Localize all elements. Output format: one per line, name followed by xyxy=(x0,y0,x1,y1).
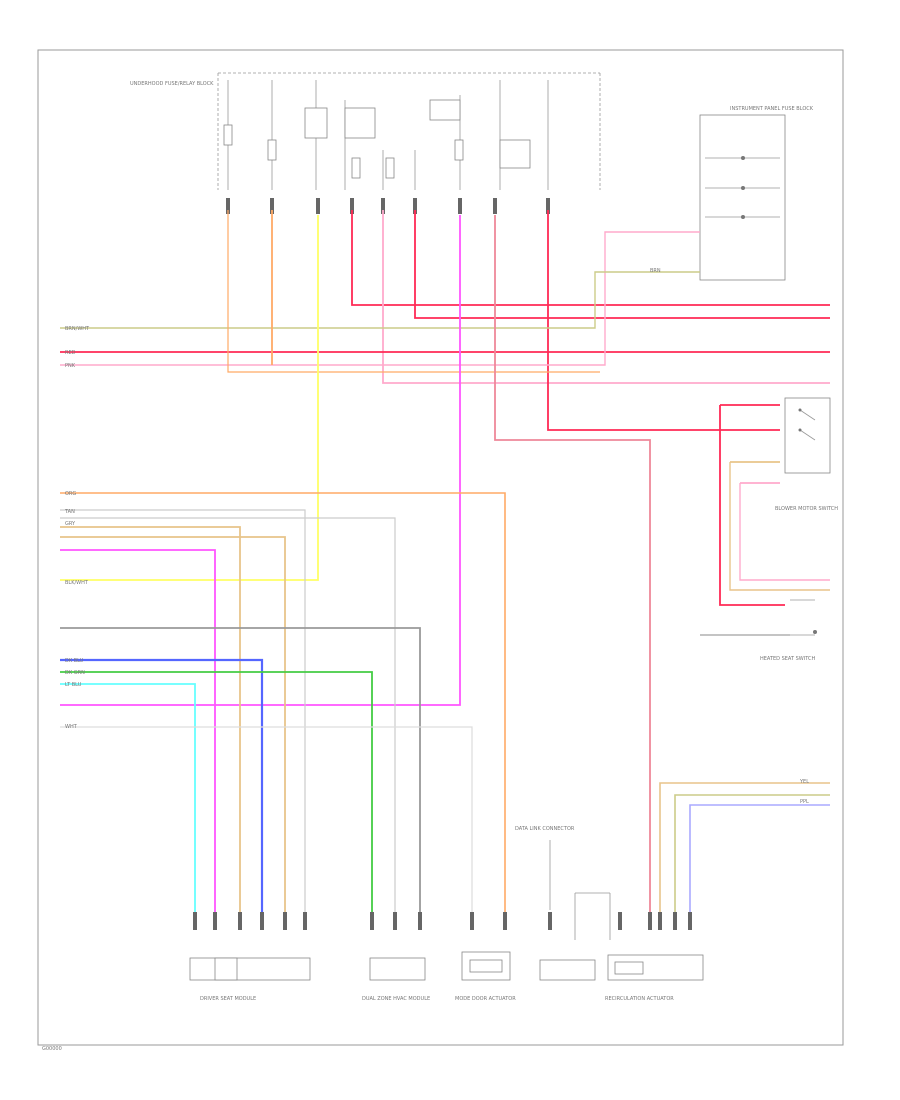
wire-mid-red xyxy=(494,215,651,930)
wire-ltblu xyxy=(60,683,196,930)
bottom-connector-pin-4 xyxy=(260,912,264,930)
wire-label-red: RED xyxy=(65,350,76,356)
bottom-connector-pin-8 xyxy=(393,912,397,930)
bottom-connector-pin-11 xyxy=(503,912,507,930)
wire-label-blk-wht: BLK/WHT xyxy=(65,580,89,586)
top-connector-pin-1 xyxy=(226,198,230,214)
wire-gry-3 xyxy=(60,627,421,930)
top-connector-pin-2 xyxy=(270,198,274,214)
bottom-connector-pin-6 xyxy=(303,912,307,930)
top-connector-pin-4 xyxy=(350,198,354,214)
bottom-connector-pin-13 xyxy=(618,912,622,930)
wire-mag-2 xyxy=(60,549,216,930)
blower-motor-switch xyxy=(784,397,831,474)
bottom-connector-pin-15 xyxy=(658,912,662,930)
dual-zone-module-label: DUAL ZONE HVAC MODULE xyxy=(362,996,430,1002)
wire-label-dk-blu: DK BLU xyxy=(65,658,84,664)
underhood-fuse-block-label: UNDERHOOD FUSE/RELAY BLOCK xyxy=(130,81,214,87)
bottom-connector-pin-7 xyxy=(370,912,374,930)
wire-gry-1 xyxy=(60,509,306,930)
bottom-connector-pin-14 xyxy=(648,912,652,930)
wire-tan-2 xyxy=(60,536,286,930)
mode-door-actuator-label: MODE DOOR ACTUATOR xyxy=(455,996,516,1002)
top-connector-pin-7 xyxy=(458,198,462,214)
wire-label-tan: TAN xyxy=(64,509,75,515)
wire-yel-r xyxy=(659,782,830,930)
bottom-connector-pin-9 xyxy=(418,912,422,930)
wire-gry-2 xyxy=(60,517,396,930)
wire-label-lt-blu: LT BLU xyxy=(65,682,82,688)
wire-label-brn: BRN xyxy=(650,268,661,274)
top-connector-pin-5 xyxy=(381,198,385,214)
underhood-fuse-block xyxy=(217,72,601,214)
wire-label-org: ORG xyxy=(65,491,76,497)
wire-dkblu xyxy=(60,658,264,930)
bottom-connector-pin-12 xyxy=(548,912,552,930)
wire-wht xyxy=(60,726,473,930)
wire-dkgrn xyxy=(60,671,373,930)
wire-brnwht-main xyxy=(60,271,700,329)
wire-org-fuse-left xyxy=(227,210,600,373)
wire-olive-r xyxy=(674,794,830,930)
wire-tan-1 xyxy=(60,526,241,930)
mode-door-actuator xyxy=(461,951,511,981)
wire-pnk-r2 xyxy=(739,483,830,581)
wire-red-r2 xyxy=(719,405,785,606)
wire-label-gry: GRY xyxy=(65,521,76,527)
bottom-connector-pin-10 xyxy=(470,912,474,930)
wire-label-ppl: PPL xyxy=(800,799,809,805)
instrument-panel-fuse-block xyxy=(699,114,786,281)
wire-group xyxy=(60,210,830,930)
wire-label-brn-wht: BRN/WHT xyxy=(65,326,90,332)
top-connector-pin-3 xyxy=(316,198,320,214)
heated-seat-switch xyxy=(790,599,817,636)
driver-seat-module xyxy=(189,957,311,981)
wire-org-left xyxy=(60,492,506,930)
wire-ppl-r xyxy=(689,804,830,930)
bottom-connector-pin-17 xyxy=(688,912,692,930)
wire-label-yel: YEL xyxy=(799,779,809,785)
heated-seat-switch-label: HEATED SEAT SWITCH xyxy=(760,656,815,662)
top-connector-pin-8 xyxy=(493,198,497,214)
bottom-connector-pin-3 xyxy=(238,912,242,930)
driver-seat-module-label: DRIVER SEAT MODULE xyxy=(200,996,256,1002)
wire-pnk-top xyxy=(382,210,830,384)
diagram-frame xyxy=(37,49,844,1046)
recirculation-actuator xyxy=(607,954,704,981)
wire-label-wht: WHT xyxy=(65,724,78,730)
top-connector-pin-9 xyxy=(546,198,550,214)
data-link-connector-label: DATA LINK CONNECTOR xyxy=(515,826,575,832)
data-link-connector xyxy=(539,840,611,981)
wire-red-right xyxy=(547,210,780,431)
wire-label-dk-grn: DK GRN xyxy=(65,670,85,676)
wire-yel-main xyxy=(60,215,319,581)
wire-tan-r2 xyxy=(729,462,830,591)
footer-code: G00000 xyxy=(42,1046,62,1052)
bottom-connector-pin-2 xyxy=(213,912,217,930)
wire-mag-main xyxy=(60,215,461,706)
wire-red-top-2 xyxy=(414,210,830,319)
top-connector-pin-6 xyxy=(413,198,417,214)
recirculation-actuator-label: RECIRCULATION ACTUATOR xyxy=(605,996,674,1002)
bottom-connector-pin-16 xyxy=(673,912,677,930)
dual-zone-module xyxy=(369,957,426,981)
blower-motor-switch-label: BLOWER MOTOR SWITCH xyxy=(775,506,838,512)
wire-label-pnk: PNK xyxy=(65,363,76,369)
wire-pnk-main xyxy=(60,231,700,366)
wire-red-top xyxy=(351,210,830,306)
instrument-panel-fuse-block-label: INSTRUMENT PANEL FUSE BLOCK xyxy=(730,106,814,112)
bottom-connector-pin-1 xyxy=(193,912,197,930)
bottom-connector-pin-5 xyxy=(283,912,287,930)
